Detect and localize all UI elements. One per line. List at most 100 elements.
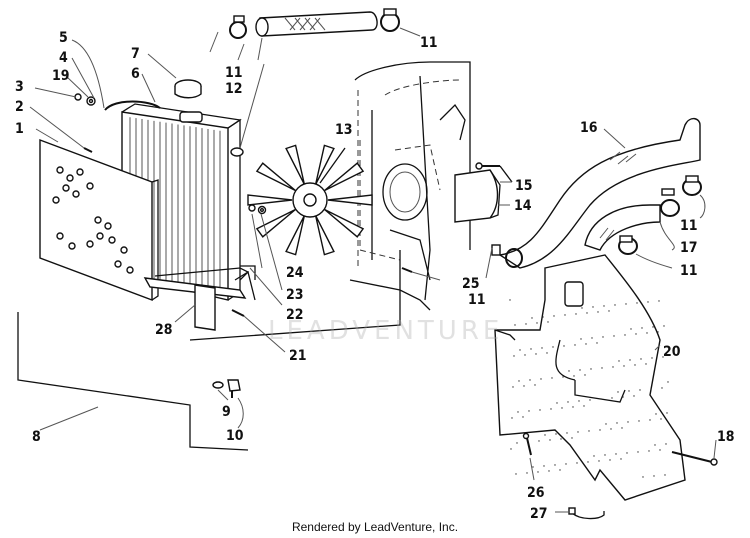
- screen-hole: [96, 232, 104, 240]
- stipple-dot: [661, 387, 663, 389]
- stipple-dot: [543, 465, 545, 467]
- stipple-dot: [666, 412, 668, 414]
- stipple-dot: [622, 396, 624, 398]
- stipple-dot: [531, 317, 533, 319]
- stipple-dot: [563, 345, 565, 347]
- screen-hole: [94, 216, 102, 224]
- fan-blade: [314, 215, 335, 256]
- screen-hole: [56, 232, 64, 240]
- stipple-dot: [540, 378, 542, 380]
- callout-13: 13: [335, 122, 353, 138]
- stipple-dot: [652, 326, 654, 328]
- screen-hole: [72, 190, 80, 198]
- stipple-dot: [665, 443, 667, 445]
- stipple-dot: [581, 307, 583, 309]
- radiator-cap: [174, 79, 202, 99]
- stipple-dot: [553, 315, 555, 317]
- stipple-dot: [612, 366, 614, 368]
- stipple-dot: [621, 427, 623, 429]
- stipple-dot: [559, 469, 561, 471]
- stipple-dot: [608, 310, 610, 312]
- leader-frame: [17, 250, 401, 451]
- stipple-dot: [576, 462, 578, 464]
- stipple-dot: [573, 375, 575, 377]
- upper-hose: [255, 11, 378, 37]
- screen-hole: [86, 182, 94, 190]
- stipple-dot: [655, 413, 657, 415]
- screen-hole: [62, 184, 70, 192]
- stipple-dot: [598, 460, 600, 462]
- stipple-dot: [529, 379, 531, 381]
- stipple-dot: [603, 305, 605, 307]
- stipple-dot: [539, 409, 541, 411]
- stipple-dot: [579, 369, 581, 371]
- stipple-dot: [635, 333, 637, 335]
- callout-11: 11: [420, 35, 438, 51]
- stipple-dot: [549, 439, 551, 441]
- fan-blade: [285, 215, 306, 256]
- stipple-dot: [647, 301, 649, 303]
- stipple-dot: [634, 364, 636, 366]
- stipple-dot: [574, 344, 576, 346]
- stipple-dot: [509, 299, 511, 301]
- bolt-15: [475, 162, 513, 183]
- stipple-dot: [586, 312, 588, 314]
- stipple-dot: [627, 421, 629, 423]
- callout-5: 5: [59, 30, 68, 46]
- stipple-dot: [637, 451, 639, 453]
- screen-hole: [126, 266, 134, 274]
- hose-clamp-right-2: [660, 188, 680, 217]
- fasteners-center: [231, 204, 413, 317]
- fasteners-left: [74, 93, 96, 153]
- callout-9: 9: [222, 404, 231, 420]
- stipple-dot: [567, 401, 569, 403]
- frame-chassis: [349, 61, 471, 311]
- stipple-dot: [609, 459, 611, 461]
- callout-4: 4: [59, 50, 68, 66]
- stipple-dot: [523, 385, 525, 387]
- stipple-dot: [630, 328, 632, 330]
- stipple-dot: [639, 389, 641, 391]
- stipple-dot: [593, 455, 595, 457]
- lower-hose-17: [584, 204, 661, 251]
- stipple-dot: [599, 429, 601, 431]
- stipple-dot: [636, 302, 638, 304]
- stipple-dot: [534, 384, 536, 386]
- callout-17: 17: [680, 240, 698, 256]
- stipple-dot: [611, 397, 613, 399]
- callout-27: 27: [530, 506, 548, 522]
- stipple-dot: [538, 440, 540, 442]
- fan-blade: [285, 144, 306, 185]
- stipple-dot: [526, 472, 528, 474]
- callout-21: 21: [289, 348, 307, 364]
- callout-28: 28: [155, 322, 173, 338]
- callout-12: 12: [225, 81, 243, 97]
- callout-25: 25: [462, 276, 480, 292]
- stipple-dot: [651, 357, 653, 359]
- overflow-hose: [104, 100, 161, 111]
- fan-blade: [247, 194, 293, 206]
- stipple-dot: [633, 395, 635, 397]
- callout-10: 10: [226, 428, 244, 444]
- stipple-dot: [590, 368, 592, 370]
- stipple-dot: [535, 353, 537, 355]
- stipple-dot: [605, 423, 607, 425]
- stipple-dot: [551, 377, 553, 379]
- stipple-dot: [536, 322, 538, 324]
- stipple-dot: [642, 476, 644, 478]
- screen-hole: [86, 240, 94, 248]
- fan-blade: [255, 162, 296, 192]
- stipple-dot: [653, 475, 655, 477]
- stipple-dot: [664, 474, 666, 476]
- screen-hole: [56, 166, 64, 174]
- stipple-dot: [554, 464, 556, 466]
- callout-labels: 1 2 3 19 4 5 6 7 11 12 11 13 15 14 16 11…: [15, 30, 735, 522]
- callout-11: 11: [225, 65, 243, 81]
- fan-blade: [324, 208, 365, 238]
- stipple-dot: [616, 422, 618, 424]
- stipple-dot: [597, 311, 599, 313]
- stipple-dot: [556, 402, 558, 404]
- stipple-dot: [572, 406, 574, 408]
- stipple-dot: [617, 391, 619, 393]
- callout-11: 11: [680, 263, 698, 279]
